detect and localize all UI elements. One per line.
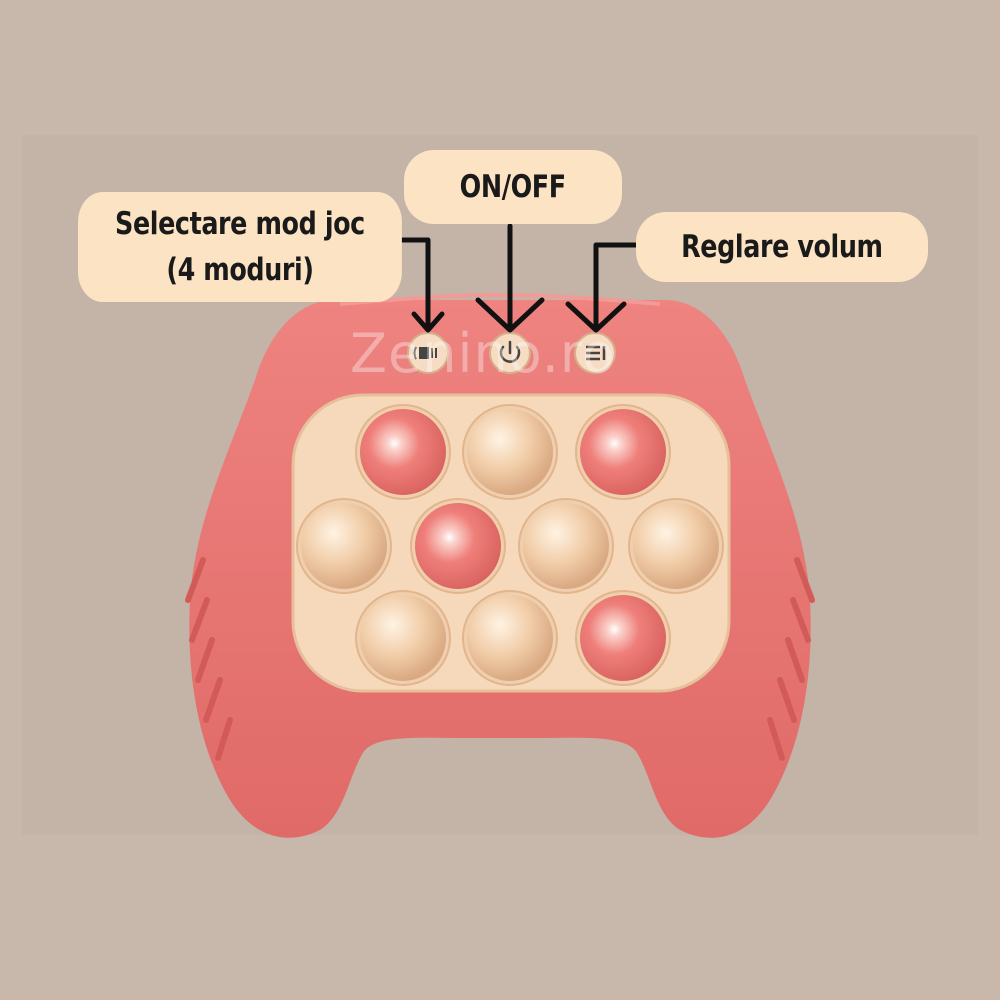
pop-bubble-cream[interactable] [462, 590, 558, 686]
right-grip-ridges [767, 557, 815, 761]
pop-bubble-cream[interactable] [462, 404, 558, 500]
watermark-text: Zenino.ro [350, 322, 616, 385]
pop-bubble-lit[interactable] [575, 590, 671, 686]
pop-bubble-cream[interactable] [518, 498, 614, 594]
callout-volume-label: Reglare volum [681, 229, 883, 265]
bubble-grid [296, 404, 724, 686]
volume-button[interactable] [574, 332, 616, 374]
pop-bubble-cream[interactable] [355, 590, 451, 686]
arrow-to-mode [399, 237, 445, 333]
arrow-to-volume [565, 242, 639, 333]
callout-mode-line1: Selectare mod joc [115, 206, 365, 242]
pop-bubble-lit[interactable] [355, 404, 451, 500]
pop-bubble-lit[interactable] [410, 498, 506, 594]
mode-icon [413, 346, 437, 360]
pop-bubble-cream[interactable] [296, 498, 392, 594]
arrow-to-power [475, 223, 545, 333]
volume-icon [586, 345, 606, 361]
left-grip-ridges [185, 557, 233, 761]
pop-bubble-cream[interactable] [628, 498, 724, 594]
callout-volume: Reglare volum [636, 212, 928, 282]
callout-mode-select: Selectare mod joc (4 moduri) [78, 192, 402, 302]
mode-button[interactable] [407, 332, 449, 374]
callout-power: ON/OFF [404, 150, 622, 224]
callout-power-label: ON/OFF [459, 169, 567, 205]
power-button[interactable] [489, 332, 531, 374]
callout-mode-line2: (4 moduri) [166, 252, 314, 288]
power-icon [499, 340, 521, 363]
pop-bubble-lit[interactable] [575, 404, 671, 500]
